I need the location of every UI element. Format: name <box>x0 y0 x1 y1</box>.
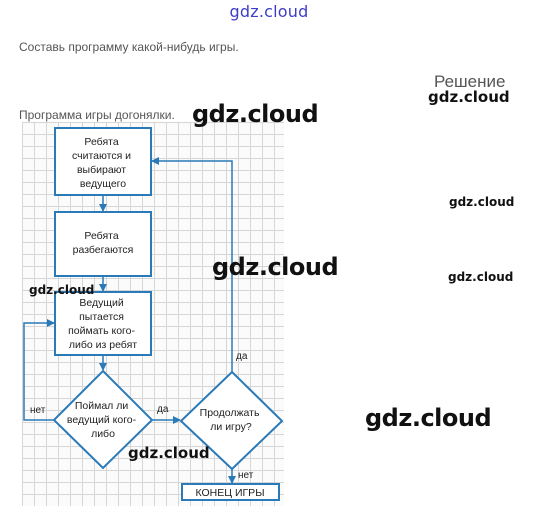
box2-line-1: Ребята <box>84 230 118 242</box>
label-yes-mid: да <box>157 404 169 415</box>
watermark-7: gdz.cloud <box>365 404 492 432</box>
box3-line-3: поймать кого- <box>68 325 135 337</box>
box1-line-4: ведущего <box>80 178 126 190</box>
arrow-decision2-yes-loop <box>151 157 233 372</box>
flow-box-chase <box>54 291 152 356</box>
watermark-2: gdz.cloud <box>428 88 510 106</box>
box1-line-1: Ребята <box>84 136 118 148</box>
flow-decision-caught <box>52 369 154 470</box>
flow-box-run-text: Ребята разбегаются <box>73 230 134 256</box>
watermark-1: gdz.cloud <box>192 100 319 128</box>
site-brand[interactable]: gdz.cloud <box>229 2 309 21</box>
watermark-6: gdz.cloud <box>29 283 95 297</box>
label-yes-top: да <box>236 351 248 362</box>
watermark-3: gdz.cloud <box>449 195 515 209</box>
task-text: Составь программу какой-нибудь игры. <box>19 40 239 54</box>
box2-line-2: разбегаются <box>73 244 134 256</box>
watermark-5: gdz.cloud <box>448 270 514 284</box>
flow-decision-caught-text: Поймал ли ведущий кого- либо <box>67 400 139 440</box>
decision2-line-2: ли игру? <box>210 421 252 433</box>
watermark-8: gdz.cloud <box>128 444 210 462</box>
box1-line-3: выбирают <box>77 164 126 176</box>
flow-box-chase-text: Ведущий пытается поймать кого- либо из р… <box>68 297 138 351</box>
decision1-line-2: ведущий кого- <box>67 414 137 426</box>
box3-line-2: пытается <box>79 311 124 323</box>
box3-line-1: Ведущий <box>79 297 123 309</box>
watermark-4: gdz.cloud <box>212 253 339 281</box>
flow-decision-continue-text: Продолжать ли игру? <box>200 407 263 433</box>
box3-line-4: либо из ребят <box>69 339 137 351</box>
flow-box-end-text: КОНЕЦ ИГРЫ <box>196 487 265 499</box>
arrow-decision1-no-loop <box>23 319 55 421</box>
box1-line-2: считаются и <box>72 150 131 162</box>
solution-heading: Решение <box>434 72 506 91</box>
decision1-line-3: либо <box>91 428 115 440</box>
flow-box-start <box>54 127 152 196</box>
answer-intro: Программа игры догонялки. <box>19 108 175 122</box>
flow-box-end <box>181 483 280 501</box>
decision2-line-1: Продолжать <box>200 407 260 419</box>
label-no-left: нет <box>30 405 46 416</box>
label-no-bottom: нет <box>238 470 254 481</box>
flow-box-start-text: Ребята считаются и выбирают ведущего <box>72 136 134 190</box>
decision1-line-1: Поймал ли <box>75 400 128 412</box>
